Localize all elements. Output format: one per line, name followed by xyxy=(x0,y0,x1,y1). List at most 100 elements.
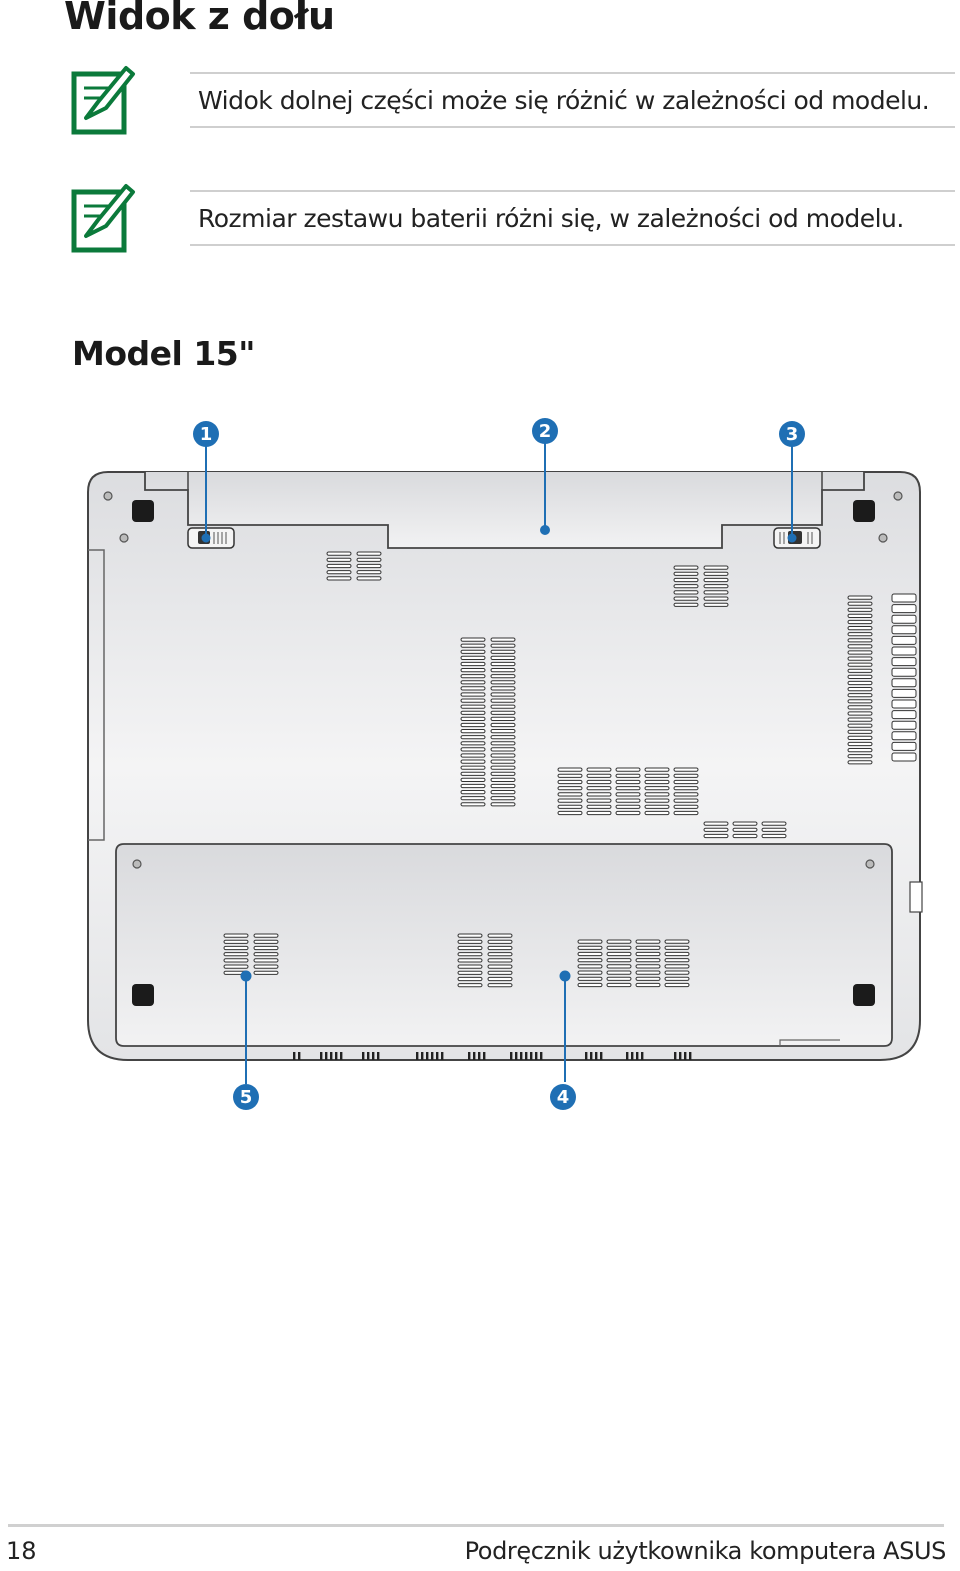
vent-slot xyxy=(460,643,486,648)
vent-slot xyxy=(847,729,873,734)
edge-slot xyxy=(641,1052,644,1060)
vent-slot xyxy=(615,786,641,791)
vent-slot xyxy=(490,704,516,709)
vent-slot xyxy=(457,970,483,975)
vent-slot xyxy=(460,668,486,673)
vent-slot xyxy=(586,792,612,797)
air-vents xyxy=(223,551,787,988)
callout-3: 3 xyxy=(779,421,805,447)
vent-slot xyxy=(460,680,486,685)
vent-slot xyxy=(703,584,729,589)
vent-slot xyxy=(223,945,249,951)
vent-slot xyxy=(644,804,670,809)
edge-slot xyxy=(441,1052,444,1060)
vent-slot xyxy=(586,773,612,778)
vent-slot xyxy=(490,674,516,679)
vent-slot xyxy=(761,821,787,826)
footer-title: Podręcznik użytkownika komputera ASUS xyxy=(464,1537,947,1565)
side-slot xyxy=(891,699,917,709)
vent-slot xyxy=(223,939,249,944)
vent-slot xyxy=(664,958,690,963)
vent-slot xyxy=(606,964,632,969)
vent-slot xyxy=(253,939,279,944)
vent-slot xyxy=(673,571,699,576)
vent-slot xyxy=(460,747,486,752)
vent-slot xyxy=(490,741,516,746)
edge-slot xyxy=(436,1052,439,1060)
vent-slot xyxy=(847,613,873,619)
edge-slot xyxy=(340,1052,343,1060)
vent-slot xyxy=(847,595,873,600)
vent-slot xyxy=(664,964,690,969)
vent-slot xyxy=(847,601,873,606)
vent-slot xyxy=(490,649,516,654)
edge-slot xyxy=(540,1052,543,1060)
svg-text:2: 2 xyxy=(539,421,552,442)
vent-slot xyxy=(223,933,249,938)
vent-slot xyxy=(673,773,699,778)
vent-slot xyxy=(635,951,661,957)
vent-slot xyxy=(577,970,603,975)
side-slot xyxy=(891,741,917,751)
vent-slot xyxy=(490,637,516,642)
vent-slot xyxy=(606,970,632,975)
vent-slot xyxy=(490,783,516,789)
vent-slot xyxy=(606,982,632,988)
note-text-1: Widok dolnej części może się różnić w za… xyxy=(190,72,955,128)
edge-slot xyxy=(600,1052,603,1060)
vent-slot xyxy=(457,945,483,951)
battery-pack xyxy=(144,472,865,549)
vent-slot xyxy=(326,563,352,569)
vent-slot xyxy=(557,792,583,797)
vent-slot xyxy=(673,565,699,570)
vent-slot xyxy=(223,958,249,963)
svg-text:4: 4 xyxy=(557,1087,570,1108)
svg-text:5: 5 xyxy=(240,1087,253,1108)
vent-slot xyxy=(253,945,279,951)
vent-slot xyxy=(577,982,603,988)
vent-slot xyxy=(586,779,612,785)
edge-slot xyxy=(468,1052,471,1060)
vent-slot xyxy=(847,760,873,765)
vent-slot xyxy=(223,964,249,969)
vent-slot xyxy=(586,810,612,816)
vent-slot xyxy=(673,810,699,816)
vent-slot xyxy=(615,810,641,816)
vent-slot xyxy=(460,722,486,728)
vent-slot xyxy=(460,753,486,758)
vent-slot xyxy=(664,970,690,975)
vent-slot xyxy=(635,976,661,981)
vent-slot xyxy=(490,722,516,728)
vent-slot xyxy=(490,643,516,648)
rubber-feet xyxy=(132,500,875,1006)
vent-slot xyxy=(847,626,873,631)
vent-slot xyxy=(326,551,352,556)
vent-slot xyxy=(577,976,603,981)
vent-slot xyxy=(847,668,873,673)
vent-slot xyxy=(460,716,486,721)
vent-slot xyxy=(847,619,873,625)
vent-slot xyxy=(847,680,873,686)
vent-slot xyxy=(673,577,699,583)
vent-slot xyxy=(635,939,661,944)
edge-slot xyxy=(515,1052,518,1060)
side-slot xyxy=(891,604,917,614)
vent-slot xyxy=(615,798,641,803)
vent-slot xyxy=(457,964,483,969)
vent-slot xyxy=(487,945,513,951)
edge-slot xyxy=(684,1052,687,1060)
side-slot xyxy=(891,593,917,603)
vent-slot xyxy=(487,939,513,944)
edge-slot xyxy=(325,1052,328,1060)
side-slot xyxy=(891,720,917,730)
edge-slot xyxy=(367,1052,370,1060)
vent-slot xyxy=(703,565,729,570)
vent-slot xyxy=(644,779,670,785)
edge-slot xyxy=(679,1052,682,1060)
edge-slot xyxy=(674,1052,677,1060)
edge-slot xyxy=(372,1052,375,1060)
vent-slot xyxy=(356,570,382,575)
vent-slot xyxy=(490,661,516,667)
vent-slot xyxy=(487,976,513,982)
vent-slot xyxy=(490,777,516,782)
